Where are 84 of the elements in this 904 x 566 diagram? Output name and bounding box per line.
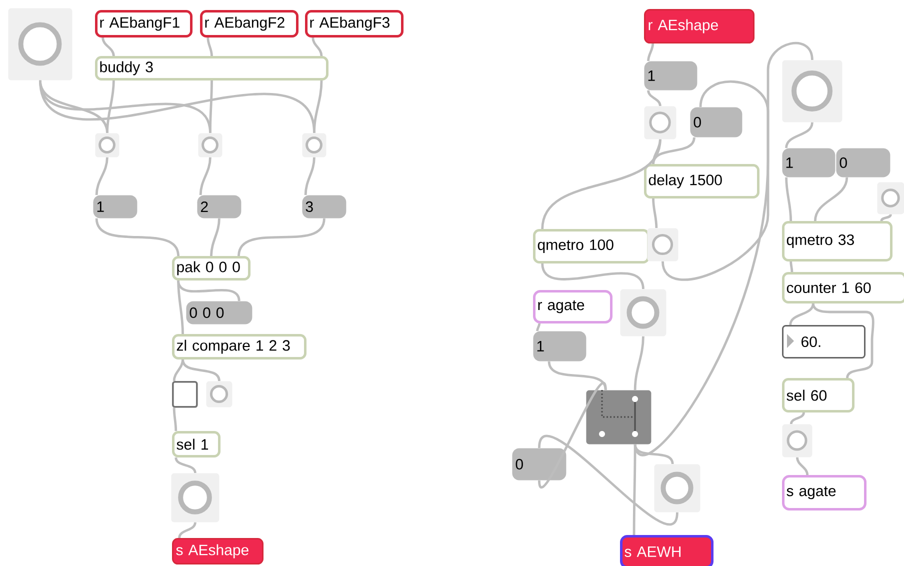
patch-cord [178, 522, 196, 538]
patch-cord [785, 122, 814, 148]
patch-cord [789, 303, 814, 326]
bang-button [644, 106, 676, 140]
bang-button [647, 228, 678, 262]
patch-cord [812, 303, 874, 378]
bang-button [206, 381, 232, 408]
bang-button [782, 424, 812, 458]
patch-cord [95, 157, 108, 196]
message-box: 1 [93, 195, 138, 218]
patch-cord [182, 359, 220, 382]
toggle-checkbox [172, 381, 198, 408]
bang-button [782, 60, 842, 122]
receive-object: r AEbangF3 [305, 10, 404, 38]
patch-cord [174, 457, 196, 474]
message-box: 2 [197, 195, 242, 218]
patch-cord [177, 280, 184, 334]
send-object: s AEshape [172, 538, 264, 564]
receive-object: r AEbangF2 [200, 10, 298, 38]
patch-cord [199, 157, 212, 196]
bang-button [620, 289, 666, 336]
patch-cord [796, 457, 809, 476]
gate-switch [586, 390, 652, 444]
patch-cord [106, 80, 115, 134]
patch-cord [652, 198, 658, 228]
bang-button [171, 473, 220, 522]
bang-button [8, 8, 72, 80]
object-box: qmetro 33 [782, 221, 892, 262]
patch-cord [538, 382, 607, 488]
object-box: sel 60 [782, 378, 854, 412]
object-box: qmetro 100 [533, 229, 650, 264]
patch-cord [541, 139, 662, 230]
bang-button [198, 133, 222, 158]
patch-cord [647, 43, 654, 62]
node-label: 1 [786, 158, 793, 168]
object-box: s agate [782, 475, 866, 510]
patch-cord [536, 323, 541, 332]
patch-cord [548, 361, 607, 390]
message-box: 0 0 0 [186, 301, 252, 324]
bang-button [654, 464, 700, 512]
patch-cord [210, 218, 220, 256]
object-box: zl compare 1 2 3 [172, 334, 306, 360]
patch-cord [634, 336, 644, 390]
patch-cord [95, 218, 180, 256]
send-object: r AEshape [644, 9, 754, 44]
bang-button [95, 133, 120, 158]
object-box: counter 1 60 [782, 272, 904, 304]
bang-button [302, 133, 326, 158]
patch-cord [880, 214, 892, 222]
patch-cord [790, 412, 805, 424]
number-box: 60. [782, 325, 866, 358]
message-box: 1 [782, 148, 836, 178]
bang-button [877, 182, 904, 214]
patch-cord [662, 80, 770, 281]
patch-cord [172, 359, 184, 382]
patch-cord [634, 42, 814, 456]
patch-cord [541, 263, 644, 290]
patch-cord [790, 261, 794, 272]
node-label: 0 [840, 157, 847, 168]
object-box: buddy 3 [95, 56, 328, 80]
patch-cord [652, 137, 696, 164]
message-box: 0 [836, 148, 890, 178]
patch-cord [304, 157, 316, 196]
patch-cord [39, 80, 316, 134]
patch-cord [238, 218, 326, 256]
patch-cord [102, 37, 115, 56]
patch-cord [814, 177, 848, 222]
message-box: 0 [690, 107, 742, 138]
patch-cord [785, 177, 792, 222]
object-box: delay 1500 [644, 164, 760, 198]
patch-cord [634, 444, 674, 464]
message-box: 1 [533, 331, 586, 362]
object-box: r agate [533, 290, 612, 324]
object-box: pak 0 0 0 [172, 256, 250, 280]
send-object: s AEWH [620, 535, 714, 566]
message-box: 0 [512, 448, 566, 480]
patch-cord [206, 37, 213, 56]
receive-object: r AEbangF1 [95, 10, 192, 38]
patch-cord [312, 37, 323, 56]
patch-cord [647, 90, 662, 106]
message-box: 3 [302, 195, 346, 218]
message-box: 1 [644, 61, 698, 90]
object-box: sel 1 [172, 431, 220, 458]
patch-cord [172, 408, 178, 432]
